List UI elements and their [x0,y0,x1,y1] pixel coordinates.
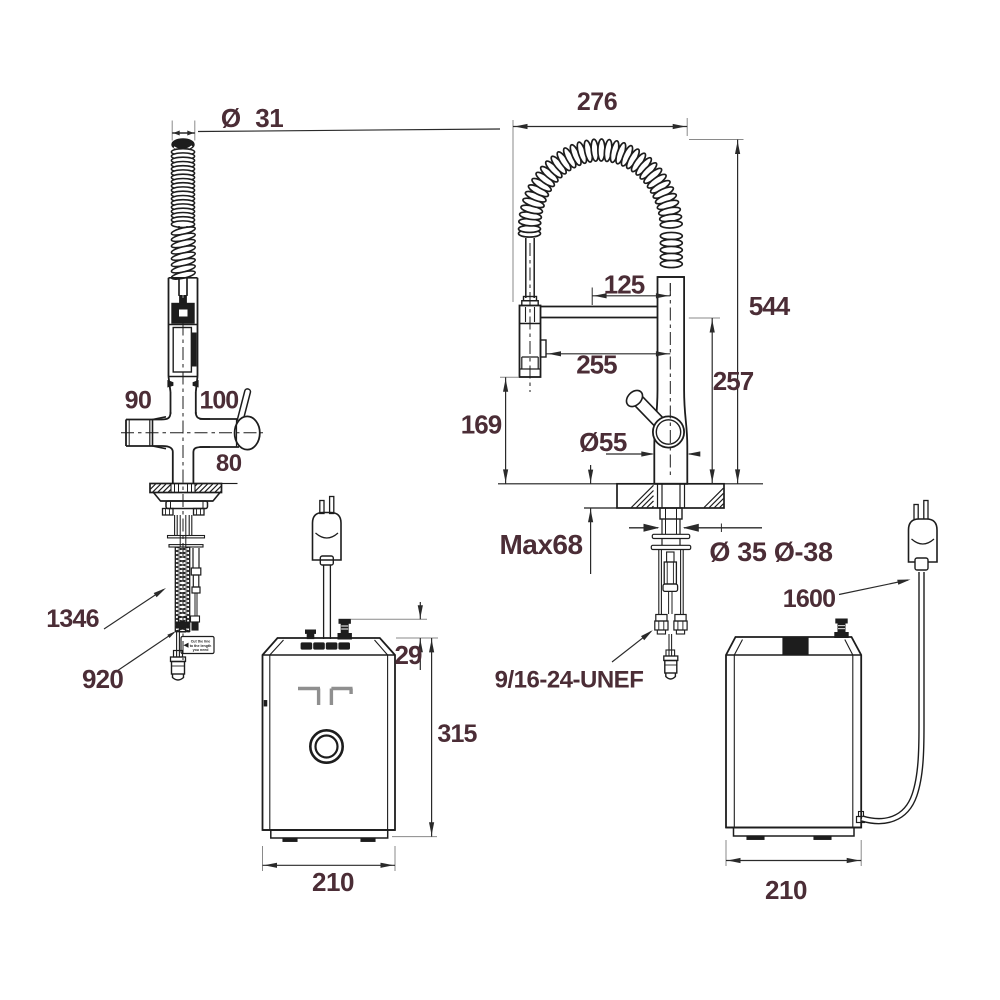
dim-hose-length: 1346 [46,605,98,633]
dim-spout-height: 257 [713,366,754,396]
dim-tank-width: 210 [312,867,354,897]
front-spring-coil [517,138,684,269]
faucet-side-view [121,138,263,681]
side-spring-coil [170,138,196,296]
dim-total-height: 544 [749,291,791,321]
side-tank-fitting [834,618,849,638]
hose-tag-line1: Cut the line [191,640,211,644]
dimension-labels: Ø 31 90 100 80 1346 920 276 544 125 255 … [46,88,836,905]
side-body [167,276,199,414]
dim-spout-base: 80 [216,450,242,477]
side-power-plug [861,499,938,825]
faucet-front-view [517,138,689,485]
front-undersink-parts [650,507,692,680]
hose-cut-tag [180,635,215,655]
side-handles [121,388,263,453]
dim-right-handle: 100 [199,387,238,415]
faucet-side-dimensions [103,120,501,672]
power-button [308,728,344,764]
tank-side-dimensions [725,579,911,866]
tank-side-view [725,499,938,840]
dim-reach: 255 [576,350,617,380]
dim-tank-depth: 210 [765,875,807,905]
dim-hole-diameter: Ø 35 Ø-38 [709,537,833,567]
dim-reach-small: 125 [604,270,645,300]
dim-body-diameter: Ø55 [579,427,627,457]
dim-hose-thread: 9/16-24-UNEF [495,667,644,694]
dim-hose-cut: 920 [82,664,123,694]
hose-tag-line3: you need [193,648,209,652]
front-spout-arm [537,305,657,319]
dim-coil-width: 276 [577,88,617,116]
dim-left-handle: 90 [125,387,152,415]
dim-counter-max: Max68 [499,529,582,560]
dim-spring-diameter: Ø 31 [221,103,283,133]
front-tank-fittings [305,618,352,640]
side-deck-plate [149,482,238,494]
front-handle [625,389,686,449]
tank-front-dimensions [262,602,438,871]
front-power-plug [311,495,342,639]
tank-front-view [261,495,396,842]
front-spray-head [518,304,547,378]
brand-logo [298,686,353,705]
hose-tag-line2: to the length [190,644,212,648]
dim-head-height: 169 [461,410,502,440]
front-counter [498,482,763,509]
dim-fitting-height: 29 [395,640,422,670]
faucet-front-dimensions [500,118,762,663]
side-undersink-parts [152,491,221,681]
dim-cord-length: 1600 [783,585,835,613]
dim-tank-height: 315 [437,720,477,748]
